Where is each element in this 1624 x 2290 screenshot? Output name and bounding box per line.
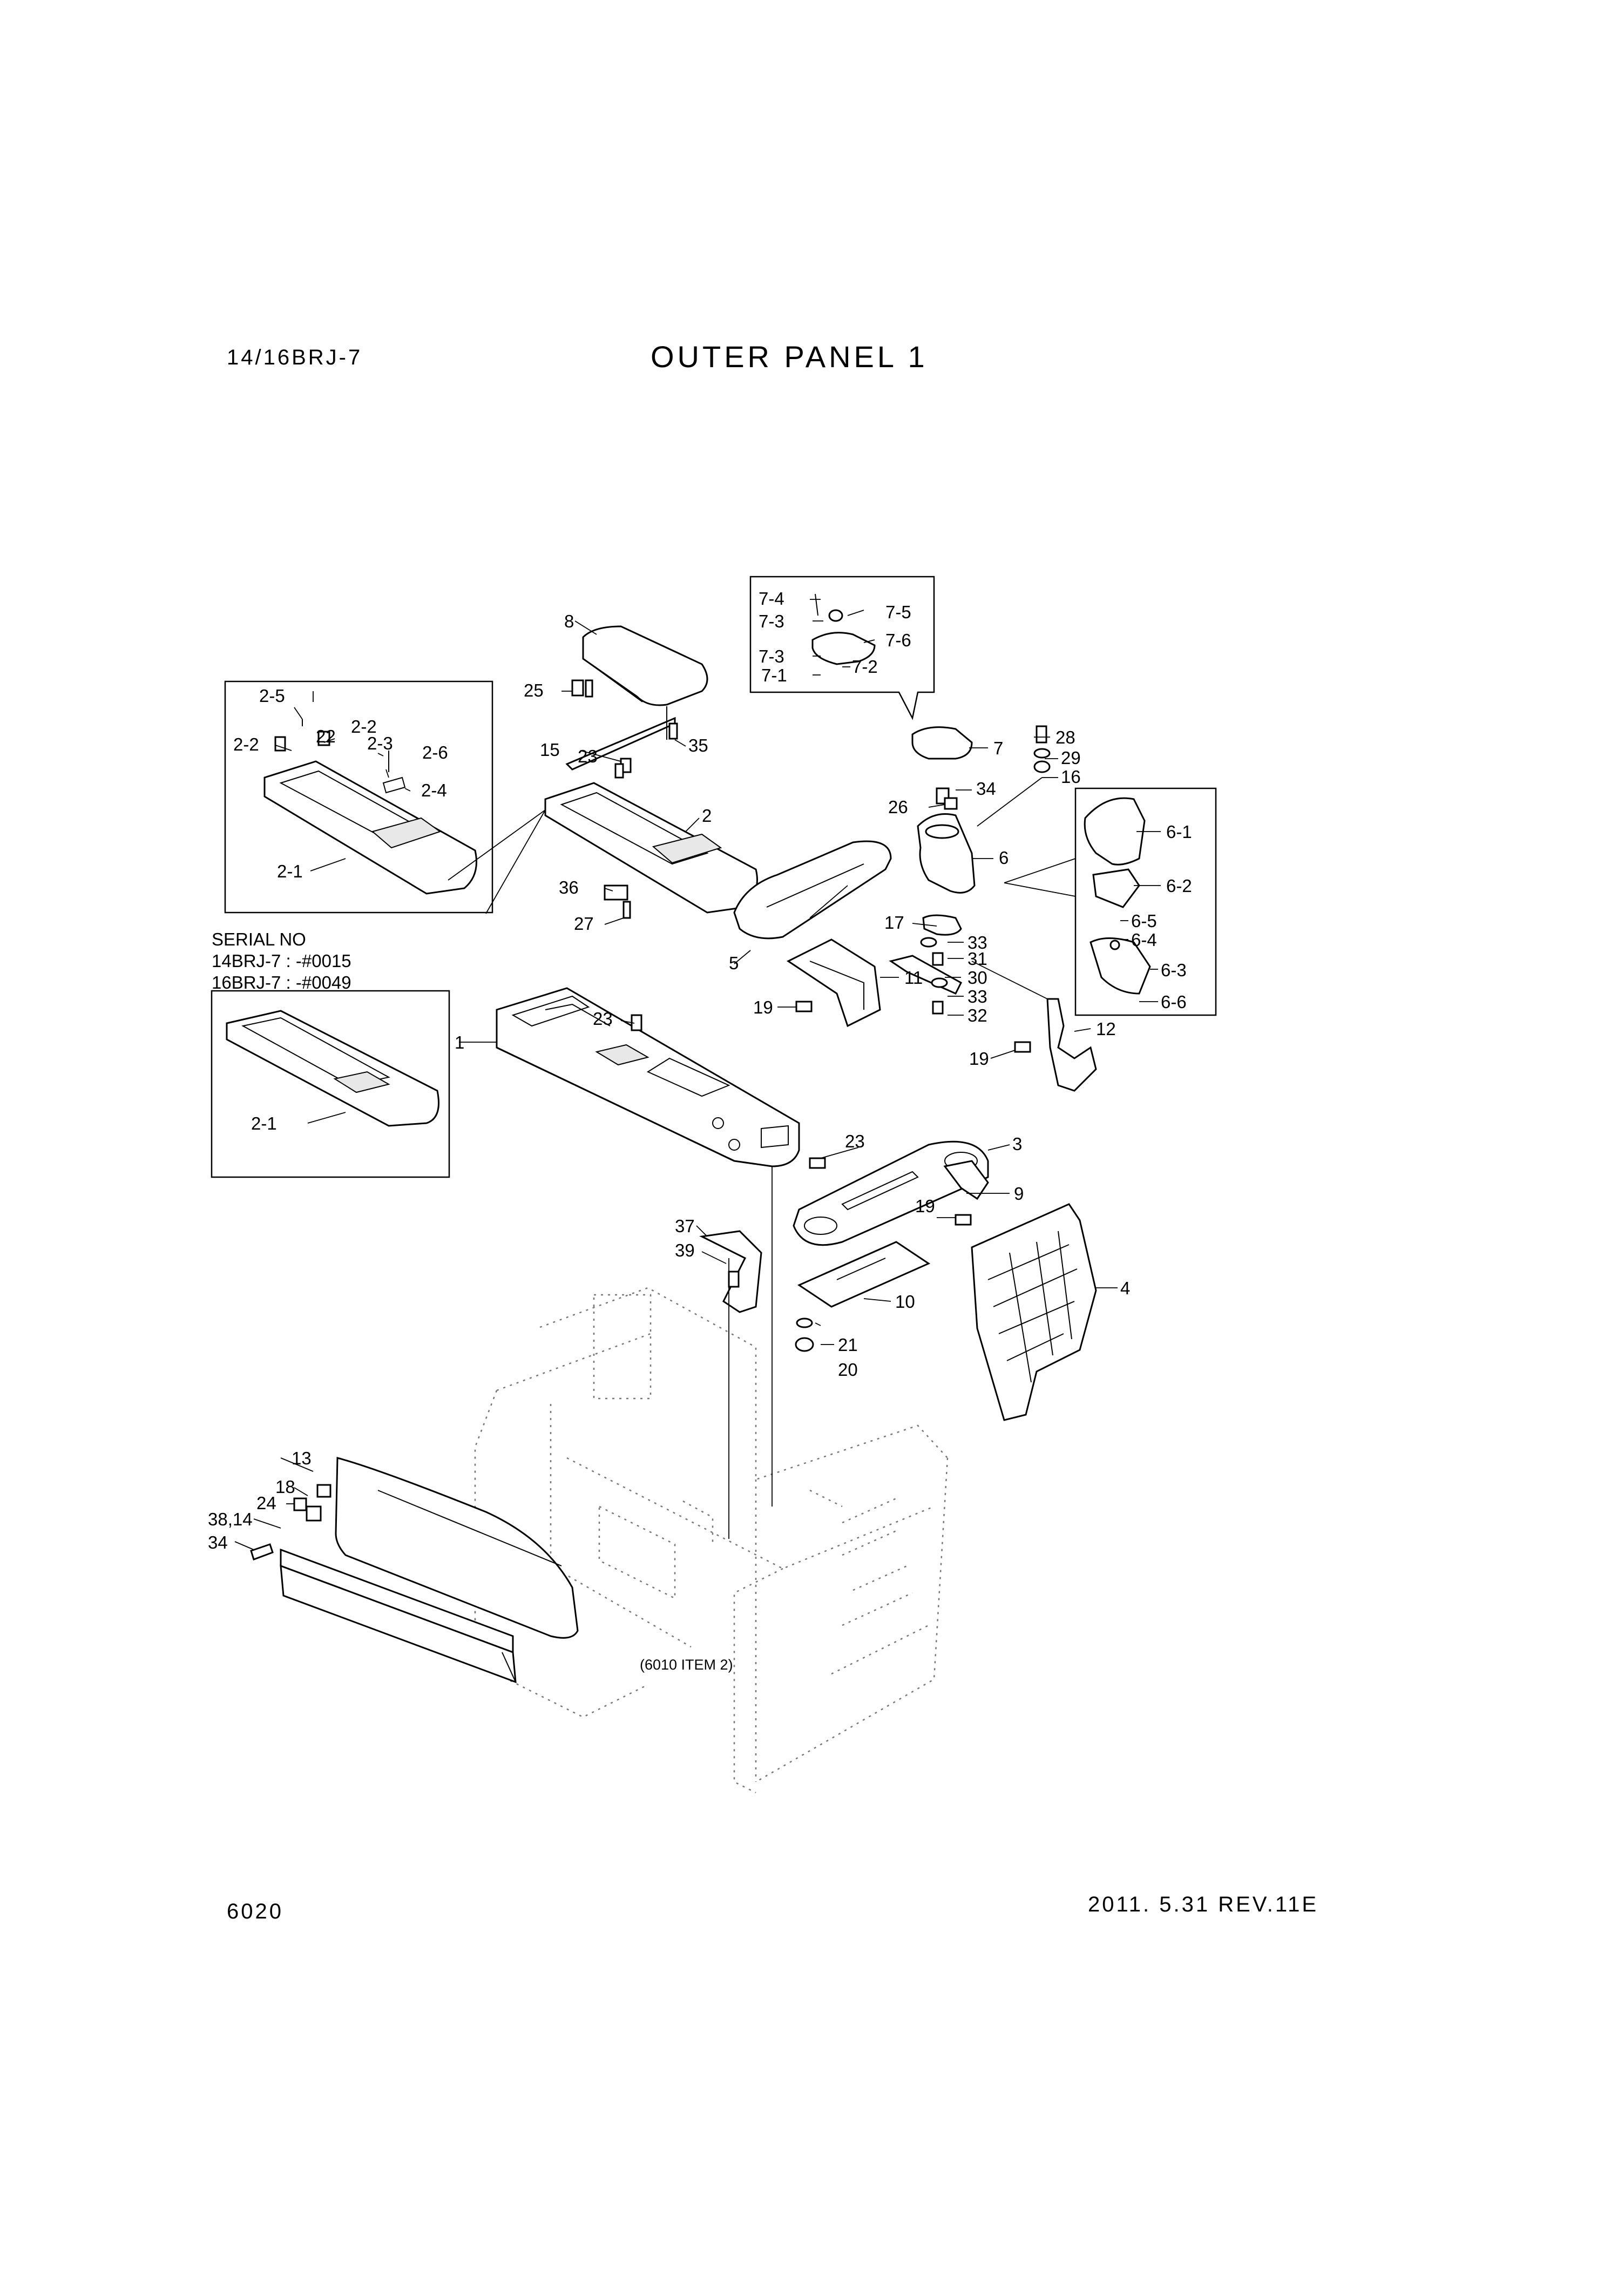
callout-2-1-upper: 2-1	[277, 861, 303, 881]
upper-inset-box	[224, 680, 493, 914]
callout-7: 7	[993, 738, 1003, 758]
callout-9: 9	[1014, 1184, 1024, 1204]
callout-32: 32	[967, 1005, 987, 1025]
model-designation: 14/16BRJ-7	[227, 346, 363, 369]
part-13-side-panel	[335, 1457, 579, 1639]
callout-19-left: 19	[753, 997, 773, 1017]
callout-35: 35	[688, 735, 708, 755]
callout-2-3: 2-3	[367, 733, 393, 753]
part-6-housing	[917, 813, 976, 936]
serial-inset-box	[211, 990, 450, 1178]
callout-7-2: 7-2	[852, 657, 878, 677]
part-1-console-body	[496, 987, 800, 1167]
part-7-knob	[911, 726, 973, 760]
reference-note: (6010 ITEM 2)	[640, 1657, 733, 1673]
callout-5: 5	[729, 953, 739, 973]
callout-2-2-top: 2-2	[351, 717, 377, 737]
phantom-chassis	[474, 1287, 949, 1794]
callout-2-5: 2-5	[259, 686, 285, 706]
callout-6-6: 6-6	[1161, 992, 1187, 1012]
callout-1: 1	[455, 1032, 464, 1052]
callout-2-6: 2-6	[422, 742, 448, 762]
callout-34-lower: 34	[208, 1532, 228, 1552]
callout-6-1: 6-1	[1166, 822, 1192, 842]
callout-31: 31	[967, 949, 987, 969]
part-9-bracket	[943, 1160, 989, 1200]
callout-37: 37	[675, 1216, 695, 1236]
callout-24: 24	[256, 1493, 276, 1513]
callout-8: 8	[564, 611, 574, 631]
callout-15: 15	[540, 740, 560, 760]
callout-7-6: 7-6	[885, 630, 911, 650]
callout-34-upper: 34	[976, 779, 996, 799]
callout-6-3: 6-3	[1161, 960, 1187, 980]
callout-2-4: 2-4	[421, 780, 447, 800]
callout-2-2-left: 2-2	[233, 734, 259, 754]
hardware-13-group	[250, 1484, 331, 1561]
callout-6-5: 6-5	[1131, 911, 1157, 931]
callout-10: 10	[895, 1292, 915, 1312]
callout-20: 20	[838, 1360, 858, 1380]
callout-39: 39	[675, 1240, 695, 1260]
callout-27: 27	[574, 914, 594, 934]
callout-7-3-lower: 7-3	[759, 646, 784, 666]
page-title: OUTER PANEL 1	[651, 340, 928, 374]
serial-heading: SERIAL NO	[212, 929, 306, 949]
callout-19-lower: 19	[915, 1196, 935, 1216]
callout-labels: 8 25 15 23 35 2 36 27 5 2-5 2-2 2-2 22 2…	[208, 589, 1192, 1673]
serial-line-16brj: 16BRJ-7 : -#0049	[212, 972, 351, 992]
callout-18: 18	[275, 1477, 295, 1497]
callout-7-1: 7-1	[761, 665, 787, 685]
callout-3: 3	[1012, 1134, 1022, 1154]
callout-4: 4	[1120, 1278, 1130, 1298]
callout-11: 11	[904, 968, 923, 988]
callout-2-1-lower: 2-1	[251, 1113, 277, 1133]
callout-23-upper: 23	[578, 746, 598, 766]
callout-28: 28	[1055, 727, 1075, 747]
callout-7-3-upper: 7-3	[759, 611, 784, 631]
callout-33-lower: 33	[967, 987, 987, 1006]
callout-22: 22	[316, 726, 336, 746]
callout-13: 13	[292, 1448, 312, 1468]
part-12-lever	[1046, 998, 1097, 1092]
callout-6-2: 6-2	[1166, 876, 1192, 896]
callout-23-mid: 23	[593, 1009, 613, 1029]
callout-36: 36	[559, 877, 579, 897]
callout-21: 21	[838, 1335, 858, 1355]
leader-lines	[234, 599, 1161, 1550]
part-7-inset-box	[749, 576, 935, 720]
callout-2: 2	[702, 806, 712, 826]
part-8-armrest	[582, 625, 708, 706]
callout-25: 25	[524, 680, 544, 700]
part-2-console-top	[544, 679, 758, 914]
part-14-rail	[280, 1548, 517, 1684]
part-6-inset-box	[1074, 787, 1217, 1016]
hardware-items	[585, 679, 1051, 1352]
part-5-armrest-base	[733, 840, 892, 940]
page-number: 6020	[227, 1900, 283, 1923]
callout-26: 26	[888, 797, 908, 817]
callout-16: 16	[1061, 767, 1081, 787]
callout-23-lower: 23	[845, 1131, 865, 1151]
callout-19-right: 19	[969, 1049, 989, 1069]
callout-6-4: 6-4	[1131, 930, 1157, 950]
callout-29: 29	[1061, 748, 1081, 768]
part-10-plate	[797, 1241, 931, 1308]
revision-date: 2011. 5.31 REV.11E	[1088, 1893, 1319, 1916]
serial-note: SERIAL NO 14BRJ-7 : -#0015 16BRJ-7 : -#0…	[212, 929, 351, 994]
callout-38-14: 38,14	[208, 1509, 253, 1529]
part-4-grid-panel	[971, 1203, 1097, 1421]
callout-7-5: 7-5	[885, 602, 911, 622]
part-37-bracket	[699, 1230, 762, 1313]
callout-30: 30	[967, 968, 987, 988]
serial-line-14brj: 14BRJ-7 : -#0015	[212, 951, 351, 971]
callout-33-upper: 33	[967, 933, 987, 953]
callout-6: 6	[999, 848, 1009, 868]
callout-17: 17	[884, 913, 904, 933]
callout-12: 12	[1096, 1019, 1116, 1039]
callout-7-4: 7-4	[759, 589, 784, 609]
